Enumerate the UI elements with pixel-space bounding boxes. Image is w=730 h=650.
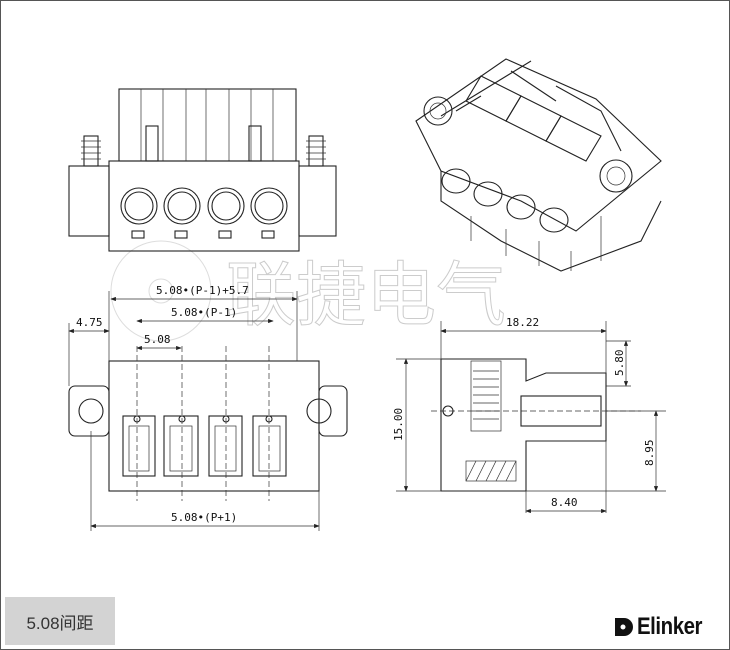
brand-name: Elinker	[637, 613, 703, 640]
dim-total-width: 5.08•(P+1)	[171, 511, 237, 524]
dim-overall: 5.08•(P-1)+5.7	[156, 284, 249, 297]
logo-icon	[615, 618, 633, 636]
front-view	[68, 346, 348, 501]
side-section-view	[431, 358, 641, 492]
dim-flange: 4.75	[76, 316, 103, 329]
dim-pitch: 5.08	[144, 333, 171, 346]
front-dimensions: 5.08•(P-1)+5.7 5.08•(P-1) 4.75 5.08 5.08…	[68, 284, 320, 531]
dim-depth: 18.22	[506, 316, 539, 329]
dim-lower-height: 8.95	[643, 440, 656, 467]
top-view	[68, 88, 337, 252]
brand-logo: Elinker	[613, 613, 714, 641]
dim-height: 15.00	[392, 408, 405, 441]
pitch-label: 5.08间距	[5, 597, 115, 645]
isometric-view	[415, 58, 662, 272]
dim-pitch-span: 5.08•(P-1)	[171, 306, 237, 319]
dim-bottom-depth: 8.40	[551, 496, 578, 509]
svg-text:联捷电气: 联捷电气	[226, 254, 506, 336]
side-dimensions: 18.22 5.80 15.00 8.95 8.40	[392, 316, 666, 514]
screw-icon	[81, 135, 326, 167]
dim-top-offset: 5.80	[613, 350, 626, 377]
wire-entry-holes	[120, 187, 288, 239]
